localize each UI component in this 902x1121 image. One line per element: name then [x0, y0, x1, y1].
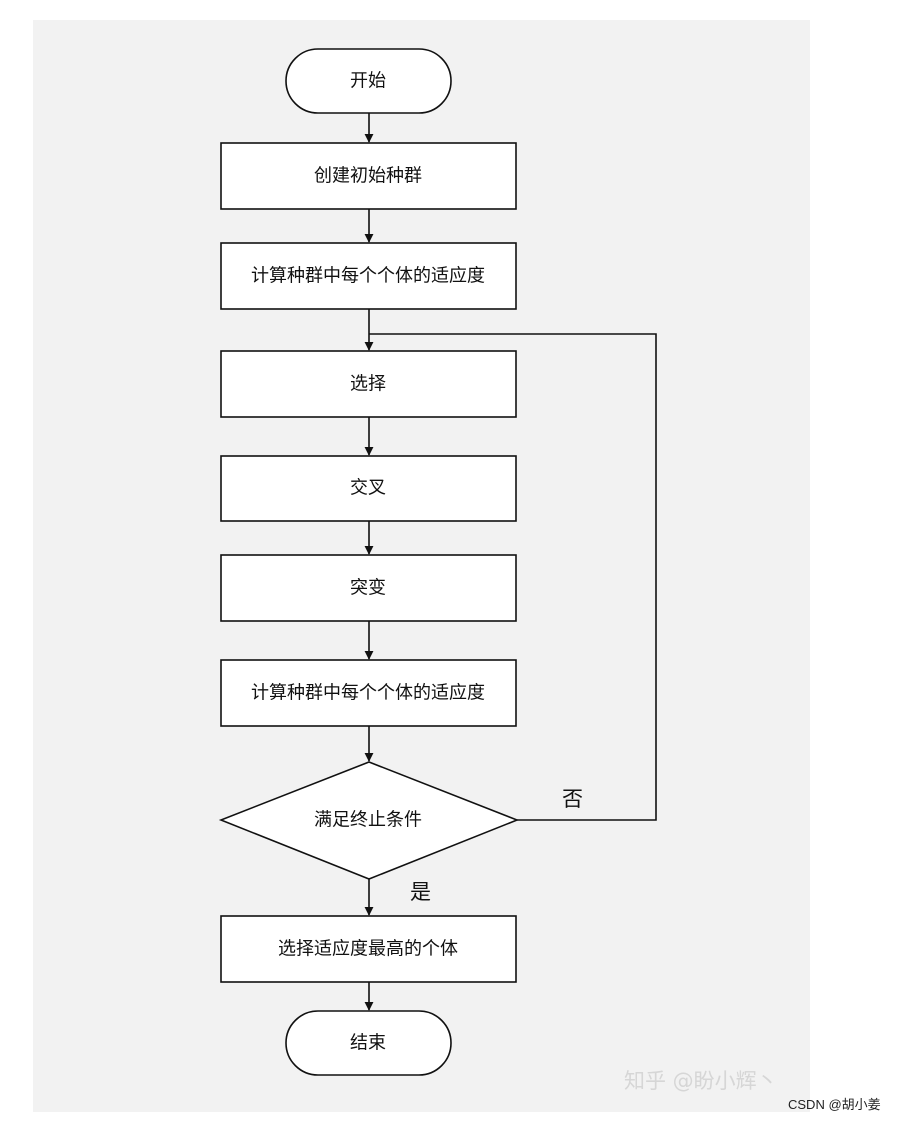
fitness-box-1 [220, 242, 517, 310]
select-best-label: 选择适应度最高的个体 [278, 939, 458, 960]
create-population-box [220, 142, 517, 210]
crossover-box [220, 455, 517, 522]
fitness-box-2 [220, 659, 517, 727]
yes-branch-label: 是 [410, 880, 431, 904]
fitness-label-2: 计算种群中每个个体的适应度 [251, 683, 485, 704]
mutation-label: 突变 [350, 578, 386, 599]
selection-label: 选择 [350, 374, 386, 395]
start-terminal [285, 48, 452, 114]
termination-decision [218, 761, 520, 880]
end-terminal [285, 1010, 452, 1076]
mutation-box [220, 554, 517, 622]
fitness-label-1: 计算种群中每个个体的适应度 [251, 266, 485, 287]
csdn-watermark: CSDN @胡小姜 [788, 1097, 881, 1112]
create-population-label: 创建初始种群 [314, 166, 422, 187]
condition-label: 满足终止条件 [314, 810, 422, 831]
edge-condition-no-loop [369, 333, 657, 821]
end-label: 结束 [350, 1033, 386, 1054]
no-branch-label: 否 [562, 787, 583, 811]
zhihu-watermark: 知乎 @盼小辉丶 [624, 1069, 778, 1093]
start-label: 开始 [350, 71, 386, 92]
crossover-label: 交叉 [350, 478, 386, 499]
selection-box [220, 350, 517, 418]
select-best-box [220, 915, 517, 983]
